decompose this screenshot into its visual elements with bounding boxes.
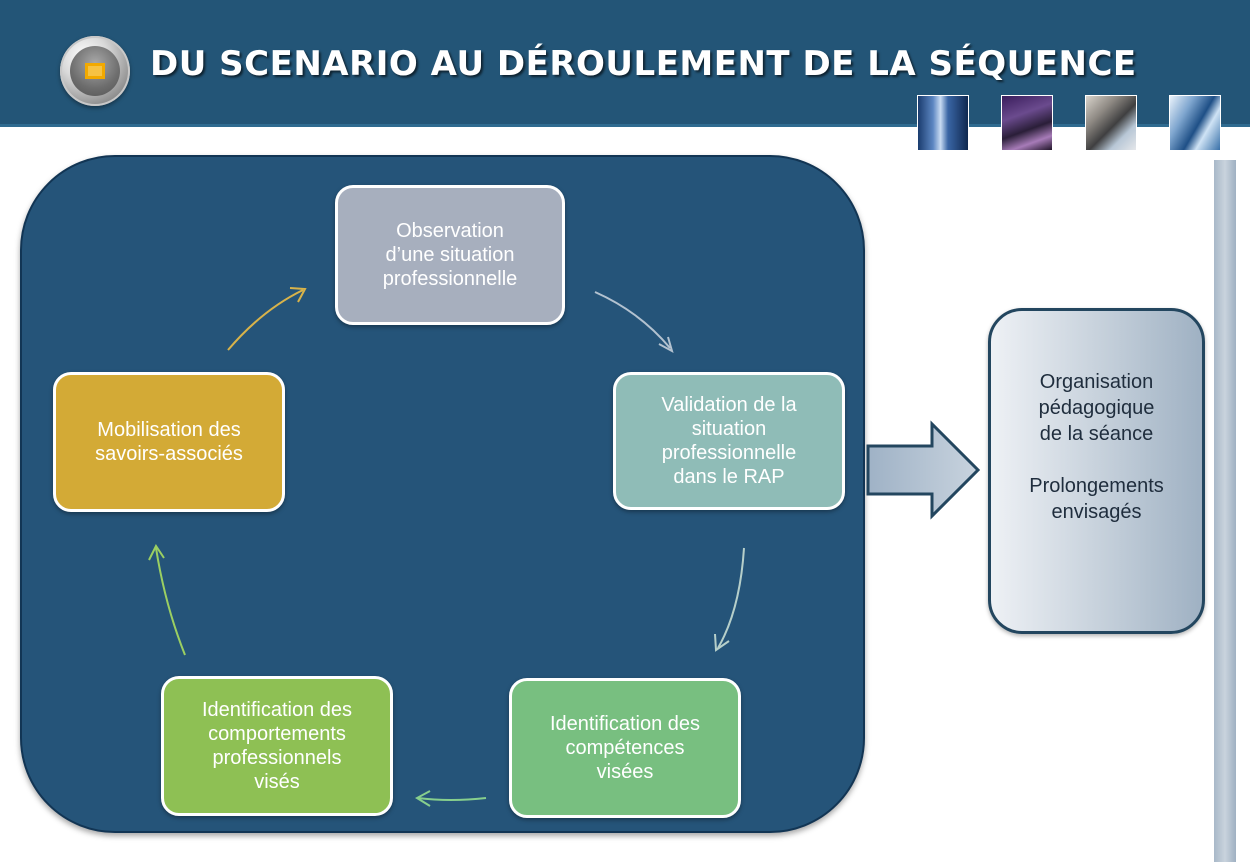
node-competences: Identification des compétences visées xyxy=(509,678,741,818)
arrowhead-competences-to-comportements xyxy=(414,790,431,807)
outcome-prolongements-text: Prolongements envisagés xyxy=(1029,475,1164,523)
arrowhead-comportements-to-mobilisation xyxy=(148,544,165,561)
node-mobilisation-label: Mobilisation des savoirs-associés xyxy=(95,419,243,465)
arrow-observation-to-validation xyxy=(594,291,671,349)
arrow-mobilisation-to-observation xyxy=(227,289,304,351)
logo-icon xyxy=(60,36,130,106)
header-divider xyxy=(0,124,1250,127)
arrowhead-mobilisation-to-observation xyxy=(289,287,307,303)
node-observation: Observation d’une situation professionne… xyxy=(335,185,565,325)
node-mobilisation: Mobilisation des savoirs-associés xyxy=(53,372,285,512)
node-competences-label: Identification des compétences visées xyxy=(549,713,701,783)
outcome-box: Organisation pédagogique de la séance Pr… xyxy=(988,308,1205,634)
skyscraper-image-icon xyxy=(1170,96,1220,150)
arrow-to-outcome xyxy=(866,420,981,520)
phone-call-image-icon xyxy=(1086,96,1136,150)
arrowhead-observation-to-validation xyxy=(658,336,674,354)
node-comportements-label: Identification des comportements profess… xyxy=(201,699,353,793)
arrowhead-validation-to-competences xyxy=(714,633,730,652)
city-night-image-icon xyxy=(1002,96,1052,150)
outcome-organisation-text: Organisation pédagogique de la séance xyxy=(1038,371,1155,445)
arrow-competences-to-comportements xyxy=(417,797,487,801)
side-decoration-bar xyxy=(1214,160,1236,862)
node-comportements: Identification des comportements profess… xyxy=(161,676,393,816)
building-image-icon xyxy=(918,96,968,150)
node-validation-label: Validation de la situation professionnel… xyxy=(661,394,797,488)
arrow-validation-to-competences xyxy=(717,547,745,649)
header-bar: DU SCENARIO AU DÉROULEMENT DE LA SÉQUENC… xyxy=(0,0,1250,124)
node-observation-label: Observation d’une situation professionne… xyxy=(382,220,518,290)
arrow-comportements-to-mobilisation xyxy=(155,547,186,656)
page-title: DU SCENARIO AU DÉROULEMENT DE LA SÉQUENC… xyxy=(150,44,1137,84)
node-validation: Validation de la situation professionnel… xyxy=(613,372,845,510)
